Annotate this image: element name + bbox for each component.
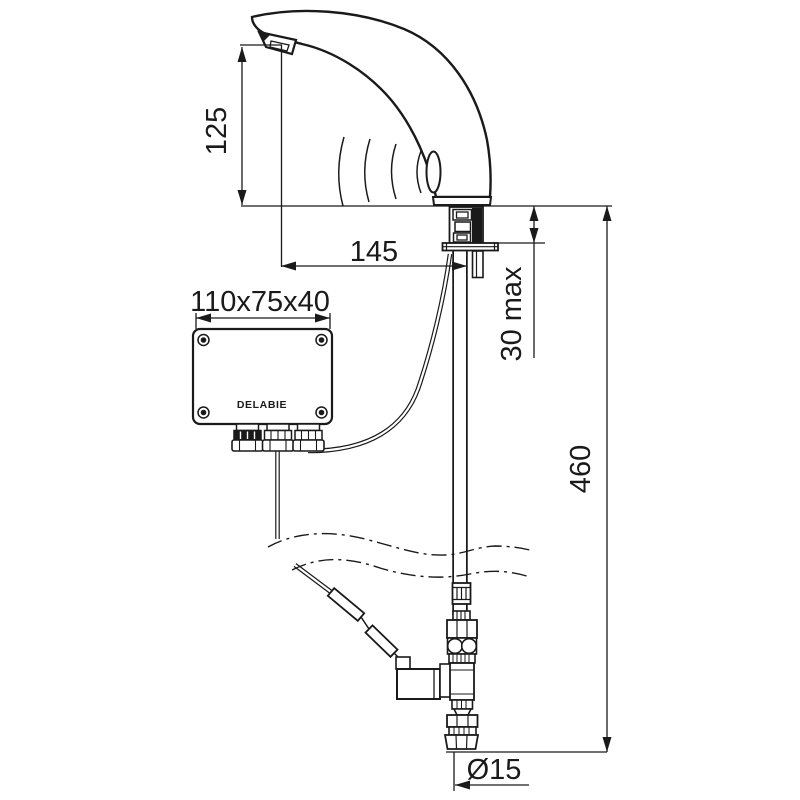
ribbed-collar — [448, 726, 477, 736]
brand-label: DELABIE — [237, 399, 287, 411]
dim-supply-height-label: 460 — [565, 445, 597, 493]
fitting-stack — [395, 582, 480, 750]
dim-pipe-diameter: Ø15 — [446, 751, 607, 791]
dim-spout-reach: 145 — [281, 236, 467, 271]
dim-deck-thickness: 30 max — [496, 206, 545, 362]
sensor-waves-icon — [338, 136, 422, 207]
dim-spout-height-label: 125 — [201, 107, 233, 155]
pipe-coupling — [451, 582, 472, 605]
solenoid-valve — [395, 656, 475, 701]
faucet-base-foot — [431, 196, 493, 206]
dim-deck-thickness-label: 30 max — [496, 266, 528, 362]
dim-supply-height: 460 — [565, 206, 612, 752]
ribbed-collar — [448, 653, 476, 664]
cable-connector — [364, 624, 399, 659]
control-box: DELABIE — [191, 327, 334, 452]
control-box-screws — [197, 333, 328, 419]
ribbed-collar — [451, 699, 474, 710]
compression-fitting — [443, 734, 480, 750]
solenoid-cable-lower — [293, 563, 402, 661]
dim-pipe-diameter-label: Ø15 — [467, 754, 522, 786]
cable-gland-right — [292, 423, 325, 452]
check-valve-fitting — [446, 637, 478, 655]
cable-connector — [326, 586, 366, 623]
faucet-shank — [441, 206, 499, 279]
dim-spout-reach-label: 145 — [350, 236, 398, 268]
cable-gland-middle — [261, 423, 295, 452]
mounting-stud — [471, 250, 484, 279]
break-lines — [267, 532, 535, 578]
sensor-window — [425, 150, 442, 194]
taper — [452, 708, 473, 716]
cable-gland-left — [231, 423, 264, 452]
aerator-outlet — [257, 30, 298, 56]
hex-nut — [446, 619, 478, 639]
solenoid-connector-tab — [395, 656, 411, 670]
sensor-cable — [307, 253, 453, 454]
dim-control-box-label: 110x75x40 — [190, 286, 330, 318]
dimensions: 125 145 110x75x40 30 max — [190, 44, 612, 791]
dim-spout-height: 125 — [201, 44, 283, 267]
faucet-body — [250, 9, 493, 207]
ribbed-collar — [452, 610, 471, 621]
shank-dark-bar — [472, 208, 482, 243]
mounting-flange — [441, 242, 499, 252]
hex-nut — [446, 714, 479, 728]
dim-control-box: 110x75x40 — [190, 286, 331, 329]
